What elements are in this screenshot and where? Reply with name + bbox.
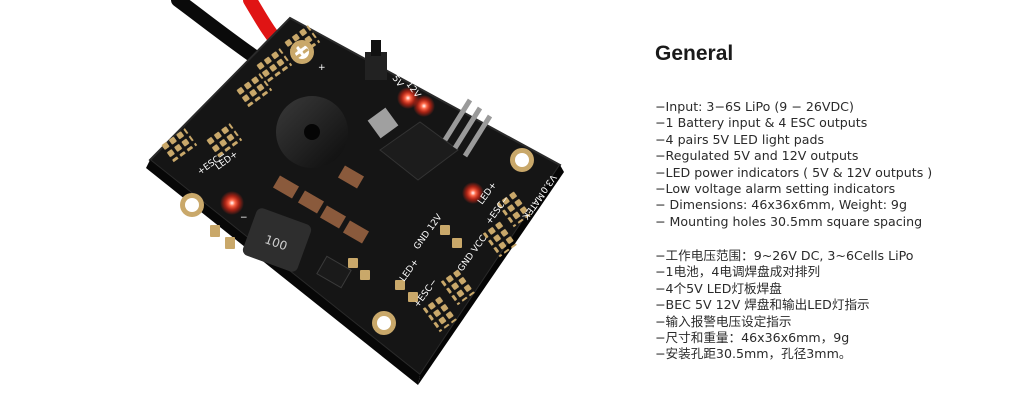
feature-item-cn: −1电池，4电调焊盘成对排列 xyxy=(655,264,821,280)
feature-item-cn: −安装孔距30.5mm，孔径3mm。 xyxy=(655,346,852,362)
tactile-switch xyxy=(365,40,387,80)
section-title: General xyxy=(655,42,734,65)
regulator-chip xyxy=(367,107,459,181)
plus-label: + xyxy=(318,63,326,73)
capacitors xyxy=(272,165,370,244)
product-photo: 100 +ESC− LED+ GND 12V GND VCC LED+ +ESC… xyxy=(146,0,564,385)
feature-item: −LED power indicators ( 5V & 12V outputs… xyxy=(655,164,933,180)
feature-item-cn: −工作电压范围：9~26V DC, 3~6Cells LiPo xyxy=(655,248,914,263)
feature-item: − Mounting holes 30.5mm square spacing xyxy=(655,213,923,229)
feature-item: −Low voltage alarm setting indicators xyxy=(655,181,896,197)
feature-item-cn: −4个5V LED灯板焊盘 xyxy=(655,280,782,296)
feature-item: −1 Battery input & 4 ESC outputs xyxy=(655,115,868,131)
feature-item: −Input: 3−6S LiPo (9 − 26VDC) xyxy=(655,99,854,114)
led-indicators xyxy=(220,87,484,215)
feature-item-cn: −BEC 5V 12V 焊盘和输出LED灯指示 xyxy=(655,297,870,313)
feature-list-en: −Input: 3−6S LiPo (9 − 26VDC) −1 Battery… xyxy=(655,99,932,230)
feature-item-cn: −输入报警电压设定指示 xyxy=(655,313,792,329)
feature-item: −4 pairs 5V LED light pads xyxy=(655,131,825,147)
feature-list-cn: −工作电压范围：9~26V DC, 3~6Cells LiPo −1电池，4电调… xyxy=(655,248,913,363)
esc-pads xyxy=(160,24,532,333)
header-pins xyxy=(442,98,493,158)
minus-label: − xyxy=(240,213,248,223)
feature-item-cn: −尺寸和重量：46x36x6mm，9g xyxy=(655,330,850,346)
feature-item: −Regulated 5V and 12V outputs xyxy=(655,148,859,164)
small-pads xyxy=(210,225,462,302)
inductor: 100 xyxy=(242,208,312,272)
small-chip xyxy=(316,255,352,289)
feature-item: − Dimensions: 46x36x6mm, Weight: 9g xyxy=(655,197,907,213)
buzzer xyxy=(276,96,348,168)
